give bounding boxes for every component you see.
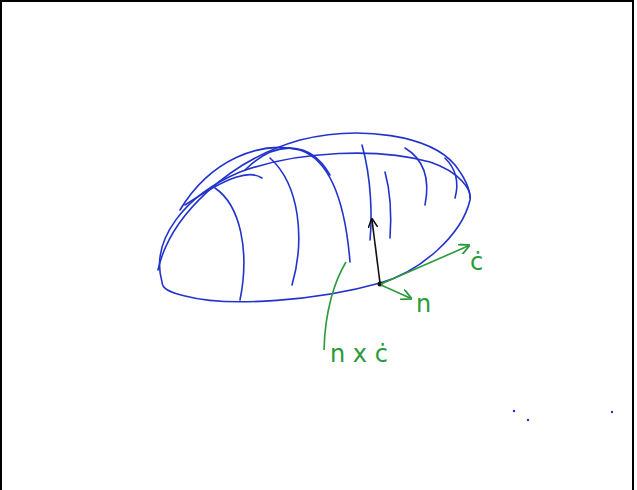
n-arrow	[381, 285, 410, 298]
surface-curve	[270, 158, 299, 285]
surface-curve	[215, 188, 244, 300]
surface-curve	[180, 148, 350, 263]
surface-curve	[445, 158, 457, 198]
dome-surface	[158, 133, 470, 302]
stray-marks	[513, 410, 613, 421]
surface-curve	[245, 148, 330, 175]
normal-arrow	[372, 220, 380, 283]
dome-base	[160, 153, 471, 302]
surface-curve	[385, 172, 391, 238]
surface-curve	[362, 145, 371, 240]
vector-label: n	[416, 292, 431, 316]
c-arrow	[381, 246, 468, 284]
vector-label: ċ	[470, 250, 483, 274]
leader-line	[324, 262, 346, 350]
dome-outline	[158, 133, 470, 270]
vector-label: n x ċ	[330, 342, 388, 366]
surface-curve	[405, 148, 427, 205]
surface-curve	[185, 175, 262, 205]
